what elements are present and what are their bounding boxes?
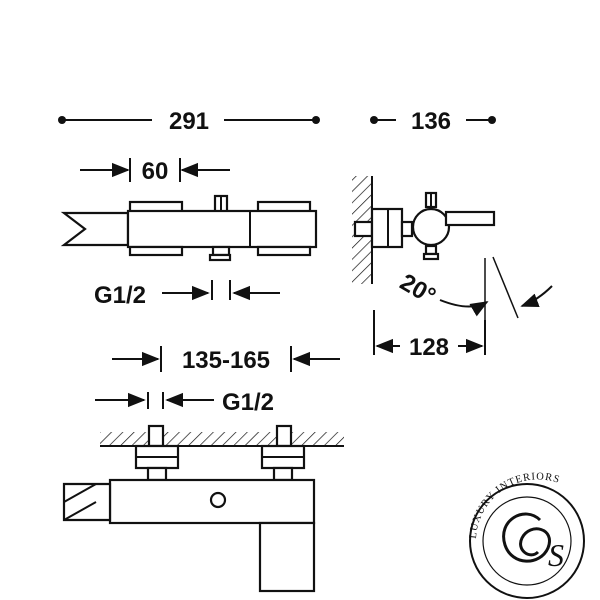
front-view: 135-165 G1/2 xyxy=(62,346,344,593)
dimension-centers-range: 135-165 xyxy=(112,346,340,374)
spout-angle-label: 20° xyxy=(395,269,440,311)
monogram-mark xyxy=(502,512,551,563)
faucet-body-plan xyxy=(60,194,318,262)
handle-rotation-indicator: 20° xyxy=(395,256,553,320)
monogram-letter: S xyxy=(548,537,564,573)
depth-label: 136 xyxy=(411,108,451,135)
centers-range-label: 135-165 xyxy=(182,347,270,374)
wall-hatch-front xyxy=(100,432,344,446)
spout-projection-label: 128 xyxy=(409,334,449,361)
control-spacing-label: 60 xyxy=(142,158,169,185)
dimension-control-spacing: 60 xyxy=(80,158,230,185)
faucet-body-front xyxy=(62,424,316,593)
luxury-interiors-logo: LUXURY INTERIORS S xyxy=(468,471,585,599)
overall-length-label: 291 xyxy=(169,108,209,135)
top-view: 291 60 G1/2 xyxy=(58,108,320,309)
dimension-spout-projection: 128 xyxy=(373,310,486,361)
dimension-wall-connection: G1/2 xyxy=(95,389,274,416)
dimension-top-connection: G1/2 xyxy=(94,280,280,309)
wall-connection-label: G1/2 xyxy=(222,389,274,416)
top-connection-label: G1/2 xyxy=(94,282,146,309)
dimension-depth: 136 xyxy=(370,108,496,135)
side-view: 136 20° xyxy=(352,108,553,361)
dimension-overall-length: 291 xyxy=(58,108,320,135)
faucet-body-side xyxy=(353,191,496,261)
